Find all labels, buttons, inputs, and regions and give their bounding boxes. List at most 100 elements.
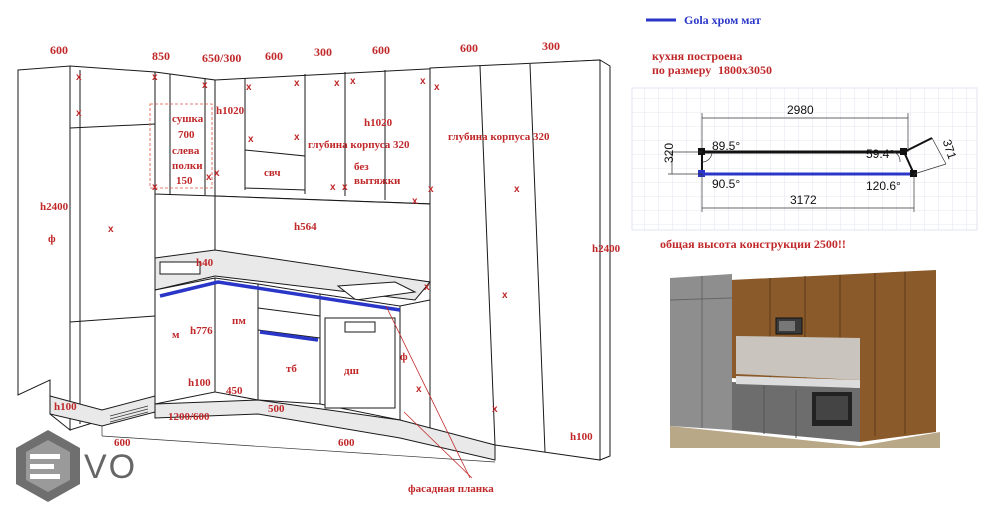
left-tall-cabinet-front xyxy=(69,65,156,431)
width-600-mid: 600 xyxy=(338,437,355,449)
svg-text:x: x xyxy=(416,384,422,395)
svg-text:x: x xyxy=(206,172,212,183)
note-total-height: общая высота конструкции 2500!! xyxy=(660,237,846,251)
height-left: h2400 xyxy=(40,201,69,213)
width-600-left: 600 xyxy=(114,437,131,449)
hinge-marks: x x x x x x x x x x x x x x x x x x x x … xyxy=(76,72,520,415)
plan-angle-br: 120.6° xyxy=(866,179,901,193)
dryer-label-5: 150 xyxy=(176,175,193,187)
gola-mid-rail xyxy=(259,330,319,342)
oven-panel xyxy=(344,321,376,333)
svg-text:x: x xyxy=(350,76,356,87)
note-built-size: 1800х3050 xyxy=(718,63,772,77)
lower-plinth xyxy=(154,399,496,461)
render-preview xyxy=(666,266,940,448)
microwave-label: свч xyxy=(264,167,281,179)
svg-text:x: x xyxy=(492,404,498,415)
svg-text:x: x xyxy=(246,82,252,93)
note-built-1: кухня построена xyxy=(652,49,742,63)
svg-text:x: x xyxy=(76,108,82,119)
width-7: 600 xyxy=(460,41,478,55)
logo-text: VO xyxy=(84,448,137,486)
width-1200: 1200/600 xyxy=(168,411,210,423)
label-m: м xyxy=(172,329,180,341)
svg-text:x: x xyxy=(294,132,300,143)
svg-text:x: x xyxy=(202,80,208,91)
dryer-label-2: 700 xyxy=(178,129,195,141)
right-side-panel xyxy=(599,59,611,461)
plinth-vent xyxy=(109,405,149,423)
svg-text:x: x xyxy=(76,72,82,83)
depth-label-a: глубина корпуса 320 xyxy=(308,139,410,151)
notes: кухня построена по размеру 1800х3050 общ… xyxy=(652,49,846,251)
width-6: 600 xyxy=(372,43,390,57)
width-8: 300 xyxy=(542,39,560,53)
plinth-right: h100 xyxy=(570,431,593,443)
svg-text:x: x xyxy=(248,134,254,145)
legend: Gola хром мат xyxy=(646,13,761,27)
drawing-annotations: h2400 ф сушка 700 слева полки 150 h1020 … xyxy=(40,105,621,495)
height-right: h2400 xyxy=(592,243,621,255)
phi-right: ф xyxy=(400,351,408,363)
dryer-label-4: полки xyxy=(172,160,203,172)
height-upper-b: h1020 xyxy=(364,117,393,129)
plan-view: 2980 89.5° 90.5° 59.4° 120.6° 320 371 31… xyxy=(631,87,978,231)
svg-text:x: x xyxy=(214,168,220,179)
svg-text:x: x xyxy=(294,78,300,89)
label-pm: пм xyxy=(232,315,246,327)
dryer-label-3: слева xyxy=(172,145,200,157)
plan-bottom-dim: 3172 xyxy=(790,193,817,207)
countertop-height: h40 xyxy=(196,257,214,269)
plan-diag-dim: 371 xyxy=(940,138,960,162)
dryer-outline xyxy=(149,103,213,189)
lower-drawers xyxy=(257,283,321,405)
svg-text:x: x xyxy=(514,184,520,195)
width-2: 850 xyxy=(152,49,170,63)
oven xyxy=(324,317,396,409)
svg-text:x: x xyxy=(434,82,440,93)
gola-top-rail xyxy=(159,280,401,312)
facade-strip-label: фасадная планка xyxy=(408,483,494,495)
lower-corner-cabinet xyxy=(214,277,259,401)
evo-logo: VO xyxy=(16,430,137,502)
right-tall-cabinets xyxy=(429,59,601,461)
plan-grid xyxy=(631,87,978,231)
plinth-left: h100 xyxy=(54,401,77,413)
sink xyxy=(159,261,201,275)
svg-text:x: x xyxy=(424,282,430,293)
depth-label-b: глубина корпуса 320 xyxy=(448,131,550,143)
left-tall-cabinet-side xyxy=(17,65,71,432)
plan-top-dim: 2980 xyxy=(787,103,814,117)
plan-angle-tr: 59.4° xyxy=(866,147,894,161)
svg-text:x: x xyxy=(502,290,508,301)
plinth-mid: h100 xyxy=(188,377,211,389)
plan-angle-tl: 89.5° xyxy=(712,139,740,153)
svg-text:x: x xyxy=(412,196,418,207)
label-dsh: дш xyxy=(344,365,359,377)
plan-side-dim: 320 xyxy=(662,143,676,163)
svg-text:x: x xyxy=(108,224,114,235)
svg-text:x: x xyxy=(152,72,158,83)
cooktop xyxy=(336,281,417,301)
microwave-niche xyxy=(244,149,306,191)
svg-text:x: x xyxy=(152,182,158,193)
kitchen-line-drawing xyxy=(17,59,611,479)
width-450: 450 xyxy=(226,385,243,397)
svg-text:x: x xyxy=(330,182,336,193)
svg-text:x: x xyxy=(342,182,348,193)
width-4: 600 xyxy=(265,49,283,63)
legend-label: Gola хром мат xyxy=(684,13,761,27)
note-built-prefix: по размеру xyxy=(652,63,711,77)
no-hood-1: без xyxy=(354,161,369,173)
backsplash-height: h564 xyxy=(294,221,317,233)
width-1: 600 xyxy=(50,43,68,57)
width-5: 300 xyxy=(314,45,332,59)
top-width-labels: 600 850 650/300 600 300 600 600 300 xyxy=(50,39,560,65)
svg-text:x: x xyxy=(420,76,426,87)
no-hood-2: вытяжки xyxy=(354,175,401,187)
phi-left: ф xyxy=(48,233,56,245)
height-upper-a: h1020 xyxy=(216,105,245,117)
width-3: 650/300 xyxy=(202,51,241,65)
lower-height: h776 xyxy=(190,325,213,337)
